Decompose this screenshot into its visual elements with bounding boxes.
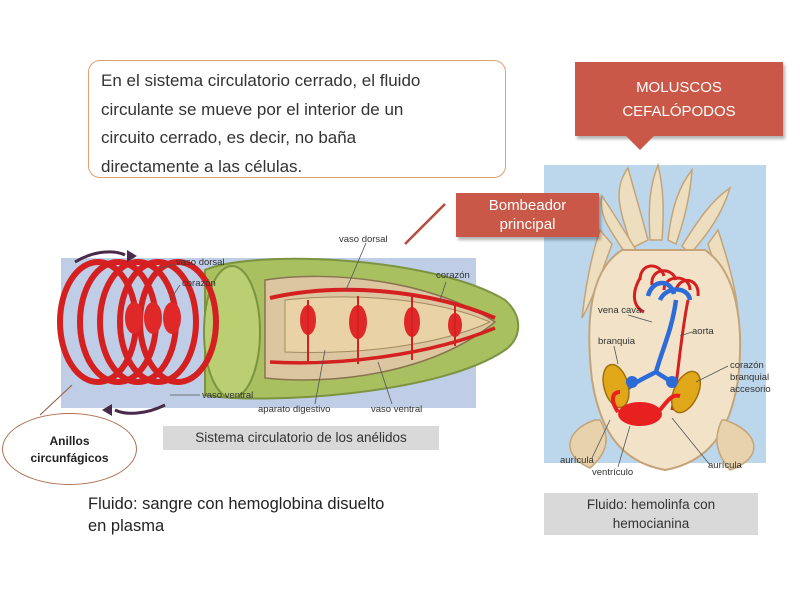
rings-label-line: Anillos (49, 434, 90, 448)
annelid-rings (57, 259, 219, 385)
label-vaso-ventral: vaso ventral (371, 404, 423, 415)
molluscs-title-pointer (626, 136, 654, 150)
pump-label-line: Bombeador (488, 197, 567, 214)
annelid-leader-lines (159, 242, 447, 405)
pump-label-box: Bombeador principal (456, 193, 599, 237)
label-line: accesorio (730, 384, 771, 395)
pump-label-line: principal (499, 216, 556, 233)
annelid-caption: Sistema circulatorio de los anélidos (163, 426, 439, 450)
label-vena-cava: vena cava (598, 305, 642, 316)
flow-arrow-bottom (114, 403, 166, 415)
intro-line: circuito cerrado, es decir, no baña (101, 128, 357, 147)
flow-arrow-top (74, 250, 126, 264)
label-line: corazón (730, 360, 764, 371)
label-ventriculo: ventrículo (592, 467, 634, 478)
annelid-worm-body (203, 257, 520, 400)
mollusc-fluid-line: hemocianina (612, 516, 690, 531)
intro-line: En el sistema circulatorio cerrado, el f… (101, 71, 421, 90)
annelid-fluid-line: en plasma (88, 517, 165, 535)
label-aorta: aorta (692, 326, 714, 337)
label-branquia: branquia (598, 336, 635, 347)
molluscs-title-line: CEFALÓPODOS (622, 103, 736, 120)
label-corazon-branquial: corazón branquial accesorio (730, 360, 771, 396)
label-vaso-dorsal: vaso dorsal (339, 234, 388, 245)
annelid-fluid-text: Fluido: sangre con hemoglobina disuelto … (88, 493, 468, 537)
molluscs-title-line: MOLUSCOS (636, 79, 722, 96)
pump-pointer-line (404, 203, 446, 245)
annelid-fluid-line: Fluido: sangre con hemoglobina disuelto (88, 495, 385, 513)
intro-text-box: En el sistema circulatorio cerrado, el f… (88, 60, 506, 178)
intro-line: directamente a las células. (101, 156, 303, 176)
label-aparato-digestivo: aparato digestivo (258, 404, 331, 415)
label-corazon: corazón (182, 278, 216, 289)
squid-illustration (569, 162, 755, 472)
molluscs-title: MOLUSCOS CEFALÓPODOS (575, 62, 783, 136)
mollusc-fluid-caption: Fluido: hemolinfa con hemocianina (544, 493, 758, 535)
label-auricula: aurícula (708, 460, 742, 471)
mollusc-fluid-line: Fluido: hemolinfa con (586, 497, 716, 512)
rings-label-line: circunfágicos (30, 451, 109, 465)
label-auricula: aurícula (560, 455, 594, 466)
label-corazon: corazón (436, 270, 470, 281)
rings-label-bubble: Anillos circunfágicos (2, 413, 137, 485)
label-vaso-dorsal: vaso dorsal (176, 257, 225, 268)
label-line: branquial (730, 372, 770, 383)
systemic-heart (618, 402, 662, 426)
ring-hearts (125, 302, 181, 334)
label-vaso-ventral: vaso ventral (202, 390, 254, 401)
intro-line: circulante se mueve por el interior de u… (101, 99, 404, 119)
branchial-heart-right (666, 376, 678, 388)
mollusc-leader-lines (591, 314, 729, 468)
branchial-heart-left (626, 376, 638, 388)
